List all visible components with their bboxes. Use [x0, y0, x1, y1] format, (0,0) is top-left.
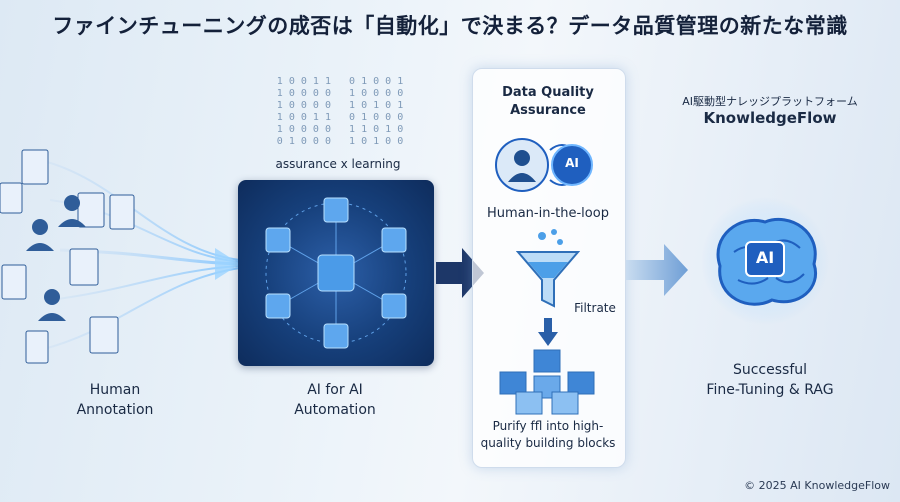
purify-label: Purify f⁠ﬂ into high- quality building b… [480, 419, 616, 450]
human-annotation-icons [0, 149, 135, 364]
ai-automation-label: AI for AI Automation [294, 382, 376, 418]
arrow-right-icon-2 [626, 244, 688, 296]
ai-automation-box [238, 180, 434, 366]
panel-ai-badge: AI [565, 156, 579, 170]
result-label: Successful Fine-Tuning & RAG [706, 362, 834, 398]
filtrate-label: Filtrate [574, 301, 616, 315]
funnel-icon [516, 229, 580, 308]
human-annotation-label: Human Annotation [76, 382, 154, 418]
panel-title: Data Quality Assurance [502, 85, 594, 118]
copyright: © 2025 AI KnowledgeFlow [744, 479, 890, 492]
binary-pattern: 1 0 0 1 1 0 1 0 0 1 1 0 0 0 0 1 0 0 0 0 … [276, 76, 404, 147]
brain-icon [701, 197, 829, 325]
assurance-caption: assurance x learning [275, 157, 401, 171]
cube-network-graphic [265, 197, 407, 349]
platform-subtitle: AI駆動型ナレッジプラットフォーム [682, 95, 858, 108]
brain-ai-badge: AI [755, 248, 775, 267]
arrow-down-icon [538, 318, 558, 346]
building-blocks-icon [499, 349, 595, 415]
page-title: ファインチューニングの成否は「自動化」で決まる？データ品質管理の新たな常識 [52, 14, 848, 38]
brand-name: KnowledgeFlow [703, 109, 837, 127]
hitl-label: Human-in-the-loop [487, 206, 609, 221]
human-ai-cycle-icon [495, 138, 593, 192]
